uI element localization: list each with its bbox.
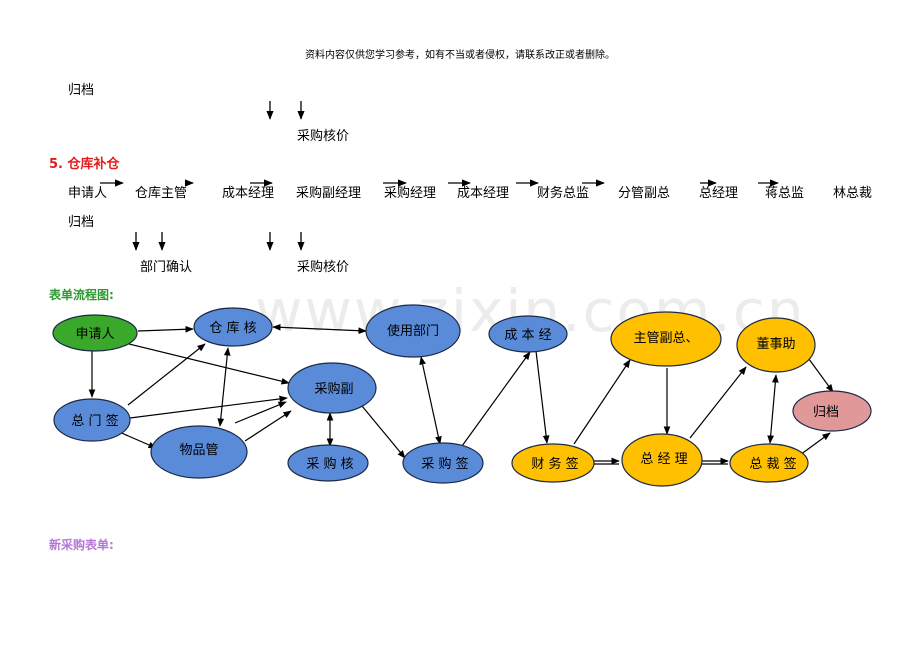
node-label-applicant: 申请人 [75,327,114,342]
archive-label: 归档 [68,215,95,230]
node-cost [488,315,568,353]
flow-step-9: 总经理 [699,186,739,201]
node-label-purchase-check: 采 购 核 [306,456,353,472]
node-applicant [52,314,138,352]
diagram-edges [88,323,834,465]
node-archive [792,390,872,432]
node-purchase-vice [287,362,377,414]
flow-step-6: 成本经理 [457,186,510,201]
node-label-warehouse: 仓 库 核 [209,320,256,336]
node-dept-head [53,398,131,442]
node-president [729,443,809,483]
node-label-president: 总 裁 签 [749,456,796,472]
node-label-finance: 财 务 签 [531,456,578,472]
node-finance [511,443,595,483]
node-purchase-check [287,444,369,482]
header-note: 资料内容仅供您学习参考，如有不当或者侵权，请联系改正或者删除。 [305,50,615,61]
price-check-label-top: 采购核价 [297,129,350,144]
flow-step-10: 蒋总监 [765,186,805,201]
down-arrows [132,232,305,251]
section-title: 5. 仓库补仓 [49,157,120,172]
node-label-archive: 归档 [813,405,839,420]
node-chairman [736,317,816,373]
node-purchase-sign [402,442,484,484]
node-gm [621,433,703,487]
node-label-purchase-sign: 采 购 签 [421,456,468,472]
node-label-purchase-vice: 采购副 [314,381,353,397]
flow-step-4: 采购副经理 [296,186,362,201]
diagram-title: 表单流程图: [49,288,114,302]
flow-step-8: 分管副总 [618,186,671,201]
archive-label-top: 归档 [68,83,95,98]
flow-step-1: 申请人 [68,186,108,201]
node-label-dept-head: 总 门 签 [71,413,118,429]
price-check-label: 采购核价 [297,260,350,275]
node-label-gm: 总 经 理 [640,452,687,467]
node-label-cost: 成 本 经 [504,328,551,343]
new-form-label: 新采购表单: [49,538,114,552]
flow-step-3: 成本经理 [222,186,275,201]
dept-confirm-label: 部门确认 [140,260,193,275]
node-gm-vice [610,311,722,367]
flow-step-5: 采购经理 [384,186,437,201]
diagram-nodes [52,304,872,487]
flow-step-2: 仓库主管 [135,186,188,201]
node-warehouse [193,307,273,347]
node-label-goods-mgr: 物品管 [179,443,218,458]
node-label-user-dept: 使用部门 [387,323,439,339]
node-goods-mgr [150,425,248,479]
node-label-chairman: 董事助 [756,337,795,352]
down-arrows-top [266,101,305,120]
node-label-gm-vice: 主管副总、 [633,331,698,346]
flow-step-7: 财务总监 [537,186,590,201]
node-user-dept [365,304,461,358]
flow-step-11: 林总裁 [833,186,873,201]
